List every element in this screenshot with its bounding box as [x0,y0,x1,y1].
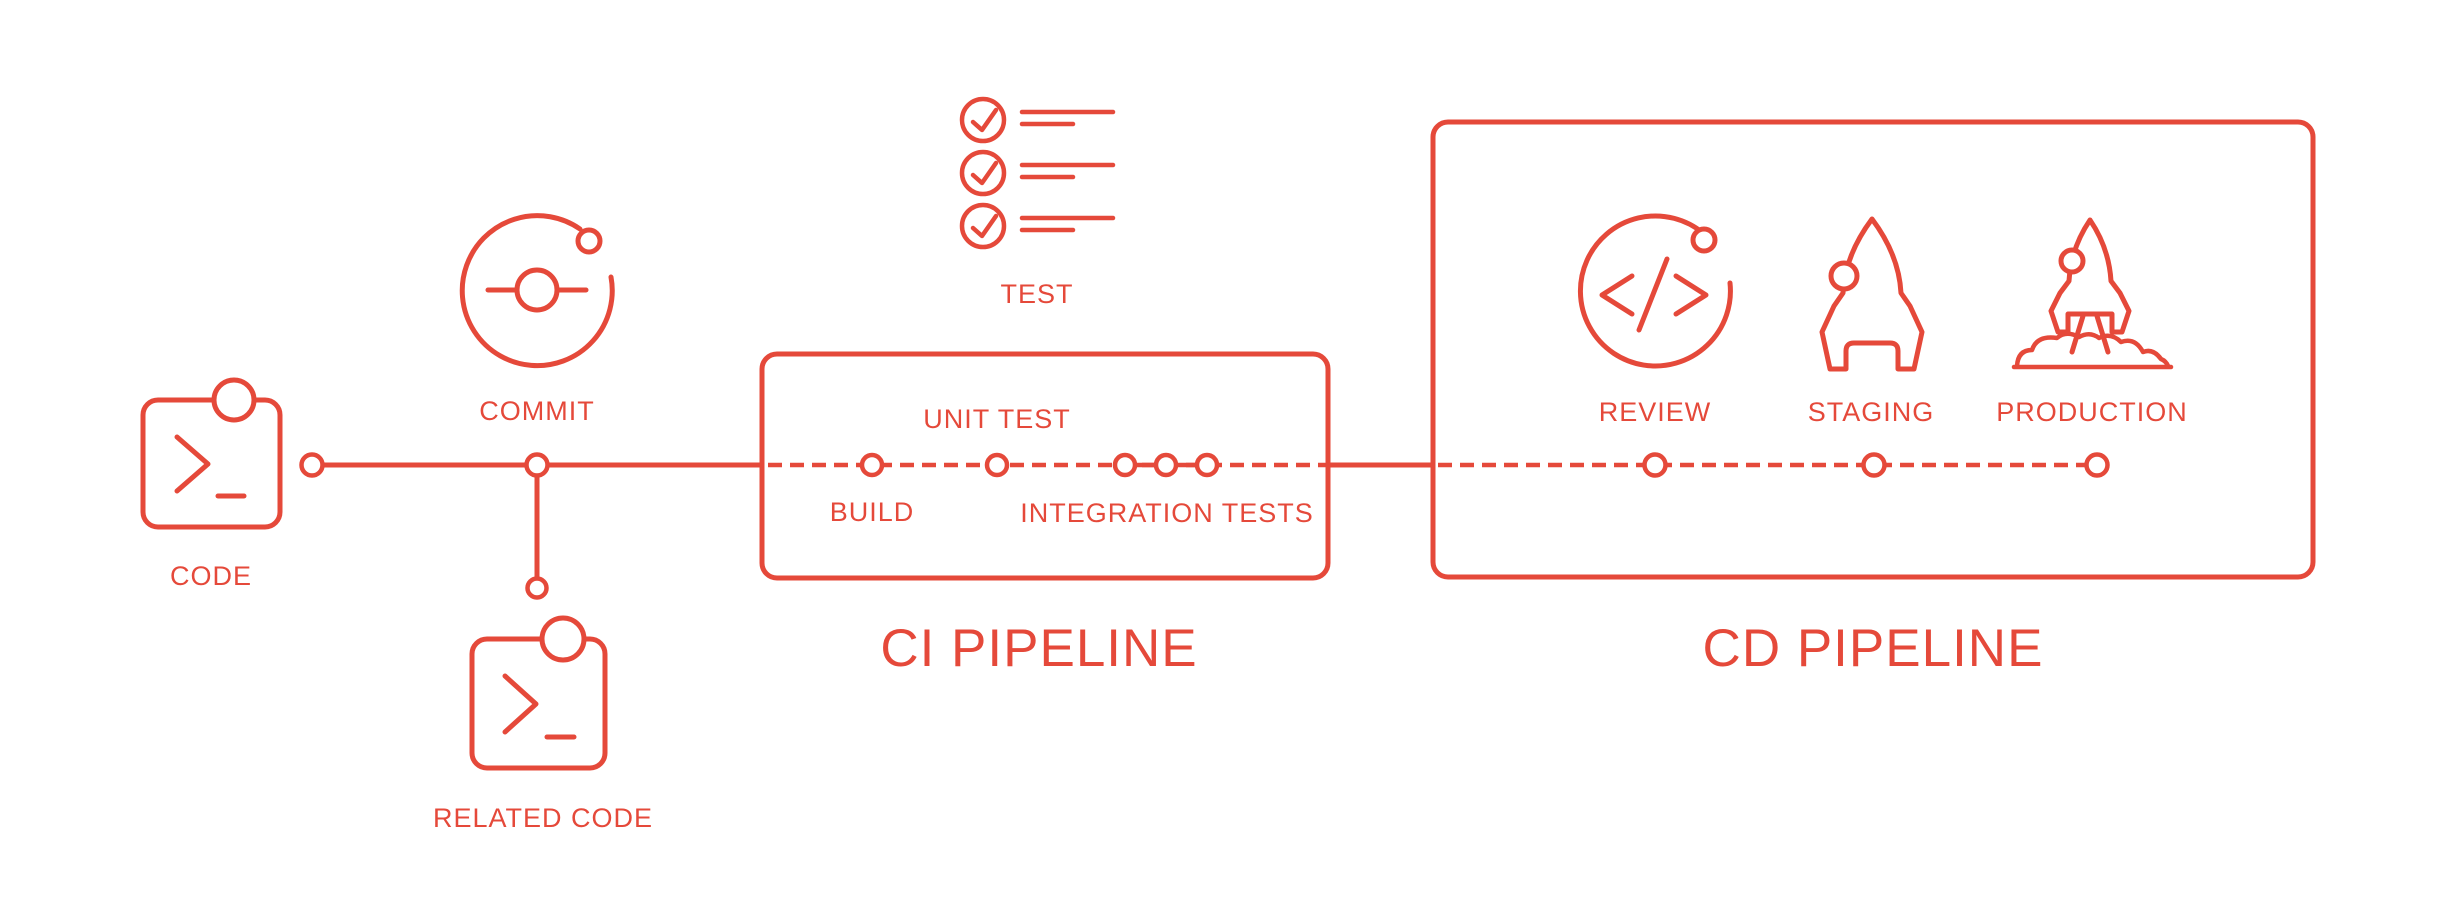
staging-rocket-body [1819,216,1925,372]
related-code-icon-dot [539,615,587,663]
terminal-code-icon [140,377,283,530]
related-code-terminal-icon [469,615,608,771]
node-staging [1861,452,1887,478]
related-code-icon-frame [469,636,608,771]
code-review-icon [1577,213,1733,369]
related-code-label: RELATED CODE [433,803,653,833]
commit-icon-orbit-arc [459,213,615,369]
node-integration-2 [1153,452,1179,478]
unit-test-label: UNIT TEST [923,404,1071,434]
node-production [2084,452,2110,478]
cd-pipeline-box [1430,119,2316,580]
production-smoke-clouds [2014,331,2171,369]
checkmark-icon [970,213,999,239]
node-integration-3 [1194,452,1220,478]
node-start [299,452,325,478]
ci-pipeline-title: CI PIPELINE [880,619,1197,678]
node-unit-test [984,452,1010,478]
code-label: CODE [170,561,252,591]
integration-tests-label: INTEGRATION TESTS [1020,498,1314,528]
review-icon-left-bracket [1599,273,1635,317]
code-icon-dot [211,377,257,423]
code-icon-frame [140,397,283,530]
test-checklist-icon [959,96,1116,250]
test-label: TEST [1000,279,1073,309]
node-branch-end [525,576,549,600]
stage-labels: CODE COMMIT RELATED CODE TEST BUILD UNIT… [170,279,2188,833]
checkmark-icon [970,107,999,133]
production-rocket-window [2058,247,2086,275]
review-icon-slash [1636,256,1670,333]
staging-rocket-window [1828,260,1860,292]
staging-label: STAGING [1808,397,1935,427]
node-build [859,452,885,478]
staging-rocket-icon [1819,216,1925,372]
code-icon-prompt-chevron [174,434,211,494]
review-icon-satellite-dot [1690,226,1718,254]
commit-label: COMMIT [479,396,594,426]
checklist-check-circle [959,202,1007,250]
node-commit [524,452,550,478]
node-review [1642,452,1668,478]
commit-icon-satellite-dot [575,227,603,255]
checklist-check-circle [959,149,1007,197]
checkmark-icon [970,160,999,186]
review-label: REVIEW [1599,397,1712,427]
pipeline-nodes [299,452,2110,600]
production-label: PRODUCTION [1996,397,2188,427]
production-rocket-body [2048,217,2132,335]
build-label: BUILD [830,497,915,527]
review-icon-right-bracket [1673,273,1709,317]
section-labels: CI PIPELINE CD PIPELINE [880,619,2044,678]
related-code-icon-prompt-chevron [502,673,539,735]
cd-pipeline-title: CD PIPELINE [1703,619,2044,678]
git-commit-icon [459,213,615,369]
production-exhaust-right [2094,313,2111,355]
production-rocket-launch-icon [2011,217,2174,370]
checklist-check-circle [959,96,1007,144]
commit-icon-center-circle [514,267,560,313]
node-integration-1 [1112,452,1138,478]
review-icon-orbit-arc [1577,213,1733,369]
